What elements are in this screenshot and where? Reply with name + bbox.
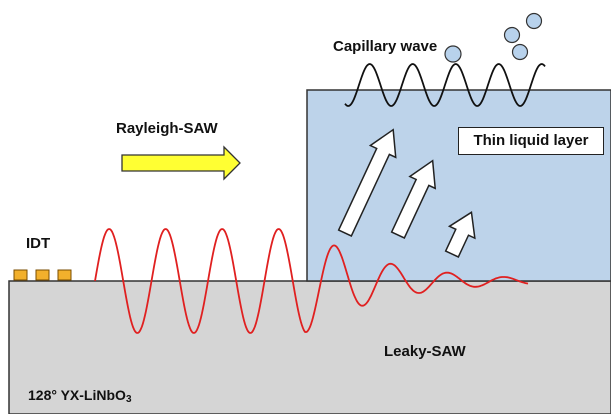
- substrate-block: [8, 280, 611, 415]
- capillary-wave-label: Capillary wave: [333, 38, 438, 55]
- substrate-label-subscript: 3: [125, 394, 132, 405]
- idt-electrode-icon: [35, 269, 50, 281]
- idt-electrode-icon: [13, 269, 28, 281]
- thin-liquid-layer-label: Thin liquid layer: [458, 127, 604, 155]
- rayleigh-saw-label: Rayleigh-SAW: [116, 120, 218, 137]
- leaky-arrow-icon: [337, 128, 397, 237]
- leaky-arrow-icon: [444, 211, 476, 258]
- saw-wave-curve: [94, 228, 529, 334]
- rayleigh-arrow-icon: [121, 145, 241, 181]
- idt-electrode-icon: [57, 269, 72, 281]
- bubble-icon: [525, 12, 543, 30]
- capillary-wave-curve: [344, 63, 546, 107]
- substrate-label: 128° YX-LiNbO3: [28, 387, 132, 405]
- leaky-arrow-icon: [390, 159, 437, 239]
- bubble-icon: [503, 26, 521, 44]
- bubble-icon: [511, 43, 529, 61]
- substrate-label-main: 128° YX-LiNbO: [28, 387, 126, 403]
- idt-label: IDT: [26, 235, 51, 252]
- bubble-icon: [444, 45, 462, 63]
- leaky-saw-label: Leaky-SAW: [384, 343, 466, 360]
